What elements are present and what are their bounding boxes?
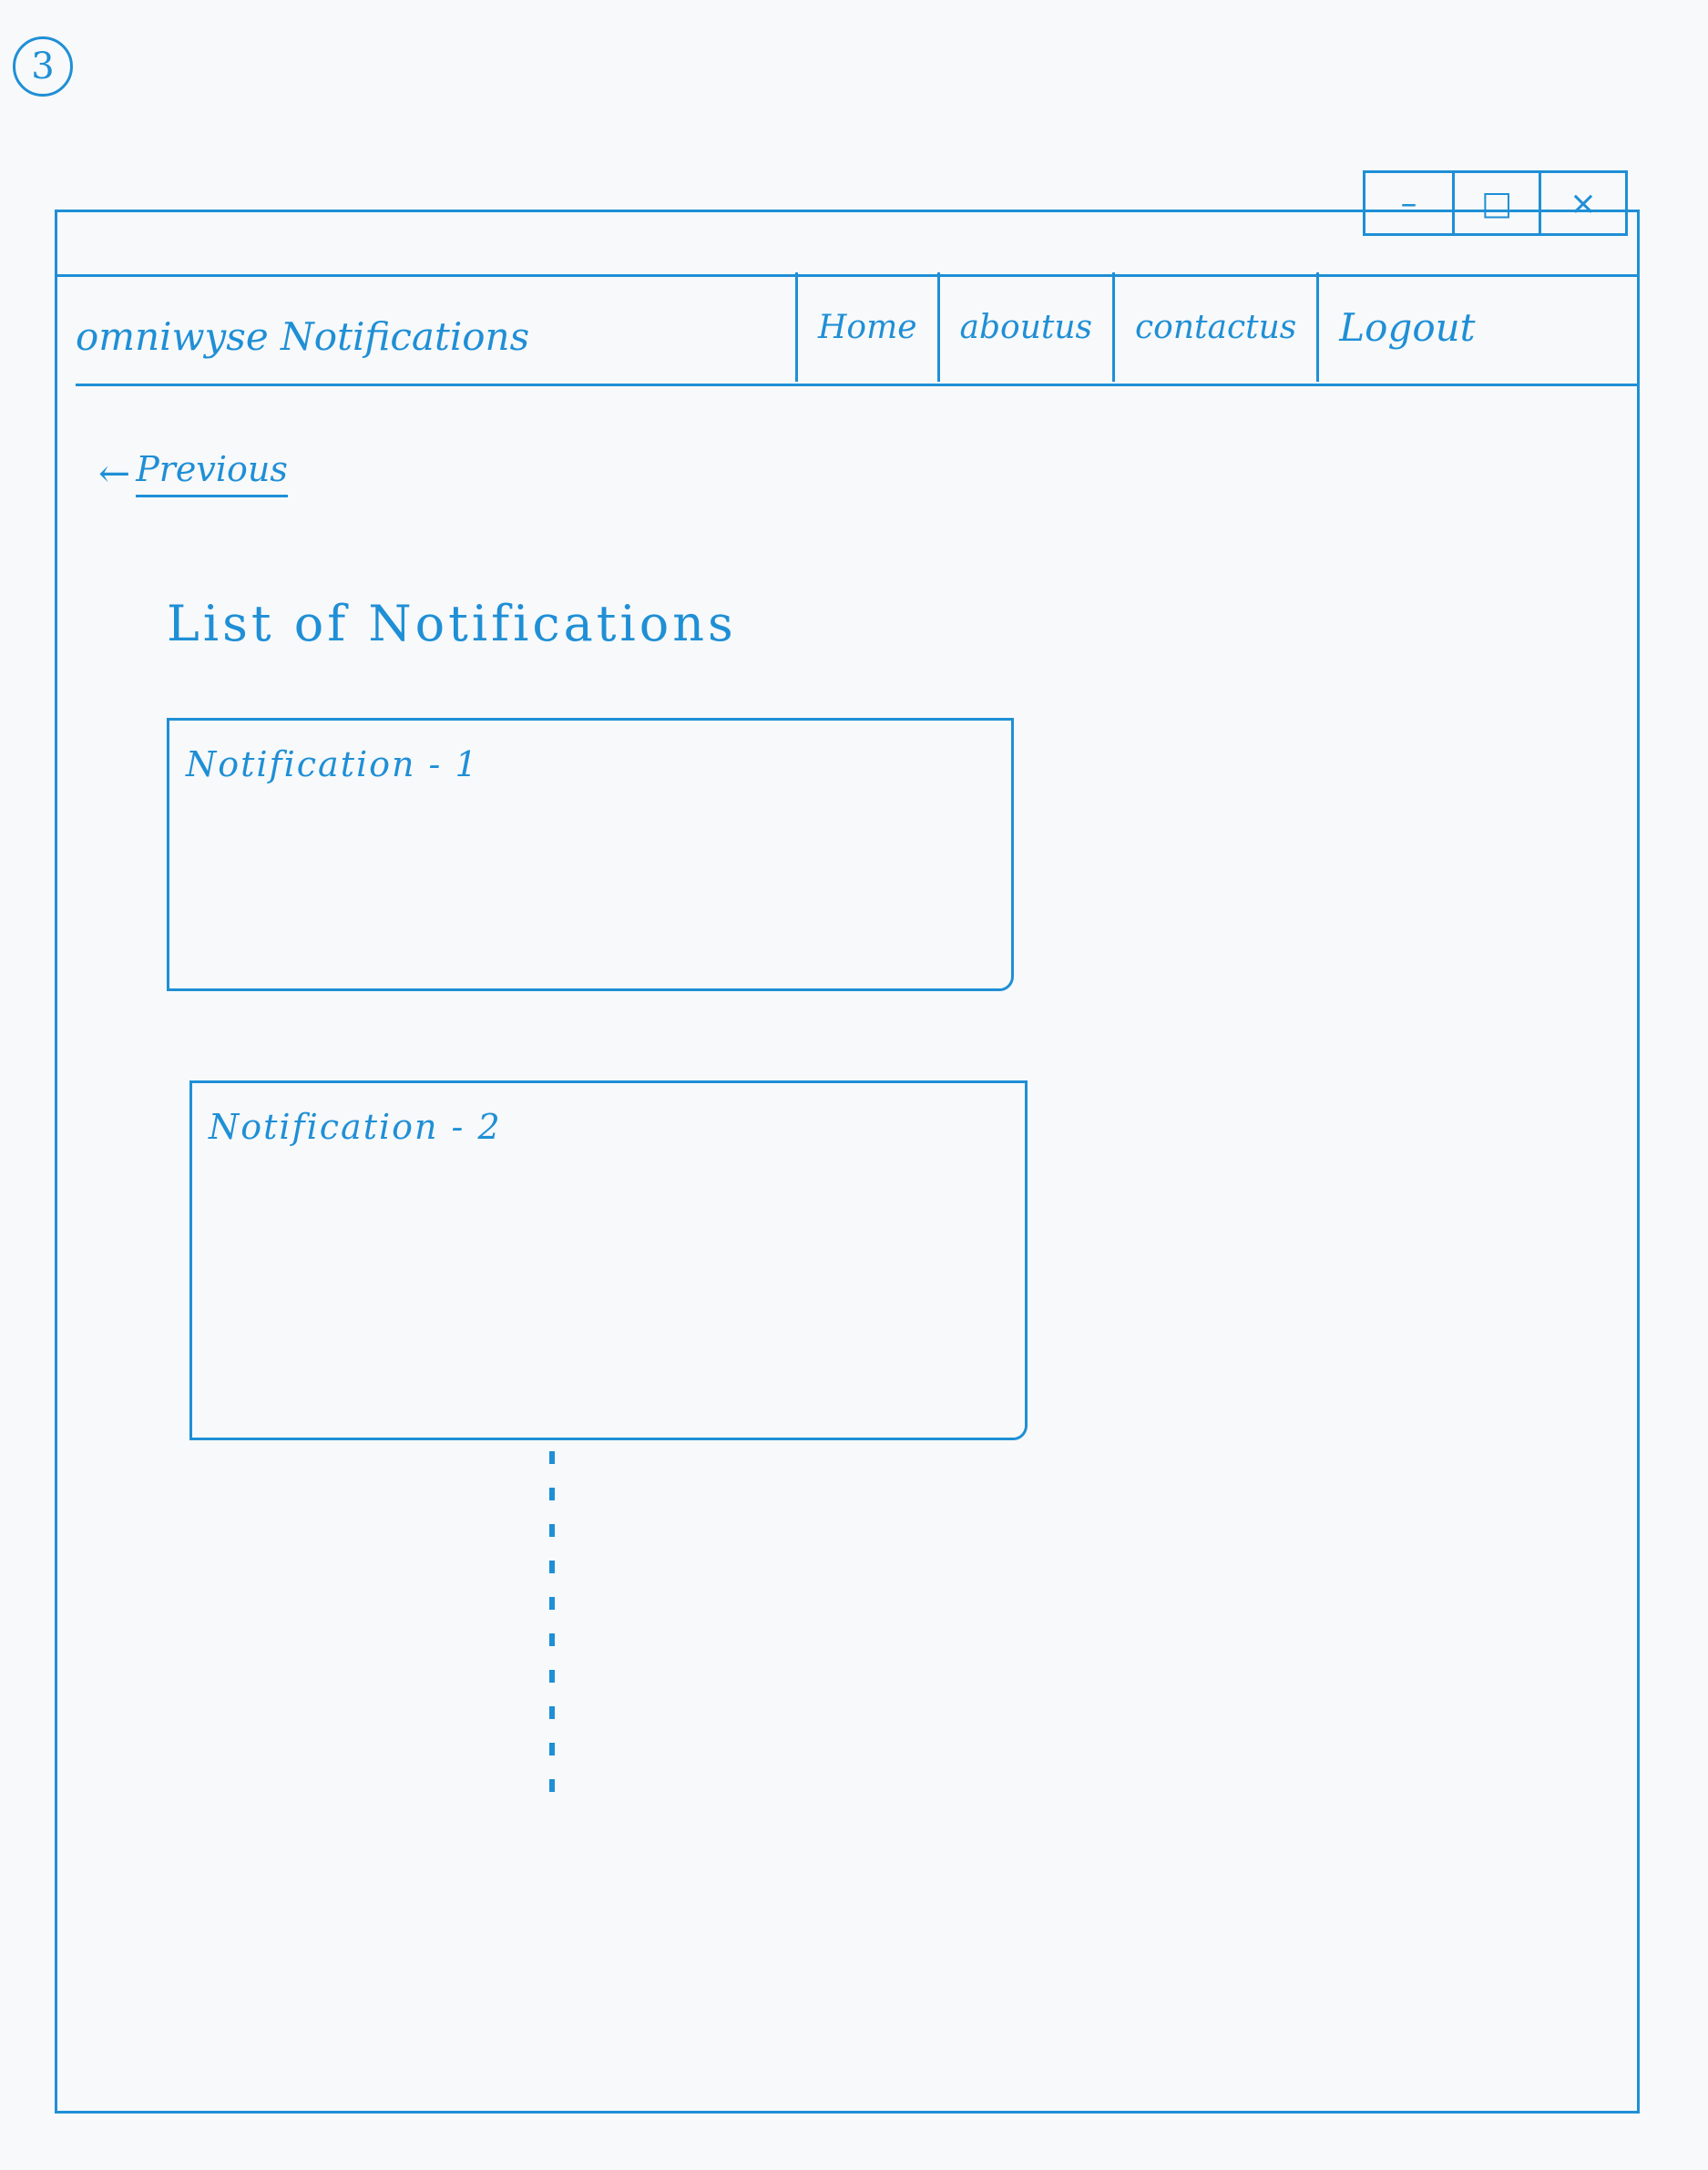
maximize-button[interactable]: □ [1452, 173, 1539, 233]
nav-contact-link[interactable]: contactus [1112, 272, 1316, 382]
maximize-icon: □ [1480, 184, 1512, 222]
page-number: 3 [13, 36, 73, 97]
navbar: omniwyse Notifications Home aboutus cont… [76, 272, 1637, 386]
nav-links: Home aboutus contactus Logout [795, 272, 1496, 382]
brand-title: omniwyse Notifications [76, 314, 530, 359]
nav-home-link[interactable]: Home [795, 272, 937, 382]
window-controls: – □ × [1363, 170, 1628, 236]
app-window: – □ × omniwyse Notifications Home aboutu… [55, 170, 1640, 2114]
notification-card[interactable]: Notification - 2 [189, 1080, 1028, 1440]
back-arrow-icon: ← [98, 451, 131, 496]
nav-logout-link[interactable]: Logout [1316, 272, 1495, 382]
notifications-heading: List of Notifications [167, 595, 737, 652]
notification-title: Notification - 2 [209, 1107, 502, 1147]
previous-label: Previous [136, 449, 288, 497]
close-icon: × [1569, 184, 1598, 222]
notification-card[interactable]: Notification - 1 [167, 718, 1014, 991]
notification-title: Notification - 1 [186, 744, 479, 784]
more-items-indicator [549, 1451, 555, 1816]
nav-about-link[interactable]: aboutus [936, 272, 1113, 382]
title-bar: – □ × [57, 170, 1637, 277]
previous-link[interactable]: ← Previous [98, 449, 288, 497]
minimize-icon: – [1400, 184, 1417, 222]
close-button[interactable]: × [1539, 173, 1625, 233]
minimize-button[interactable]: – [1365, 173, 1452, 233]
notification-list: Notification - 1 Notification - 2 [167, 718, 1028, 1440]
